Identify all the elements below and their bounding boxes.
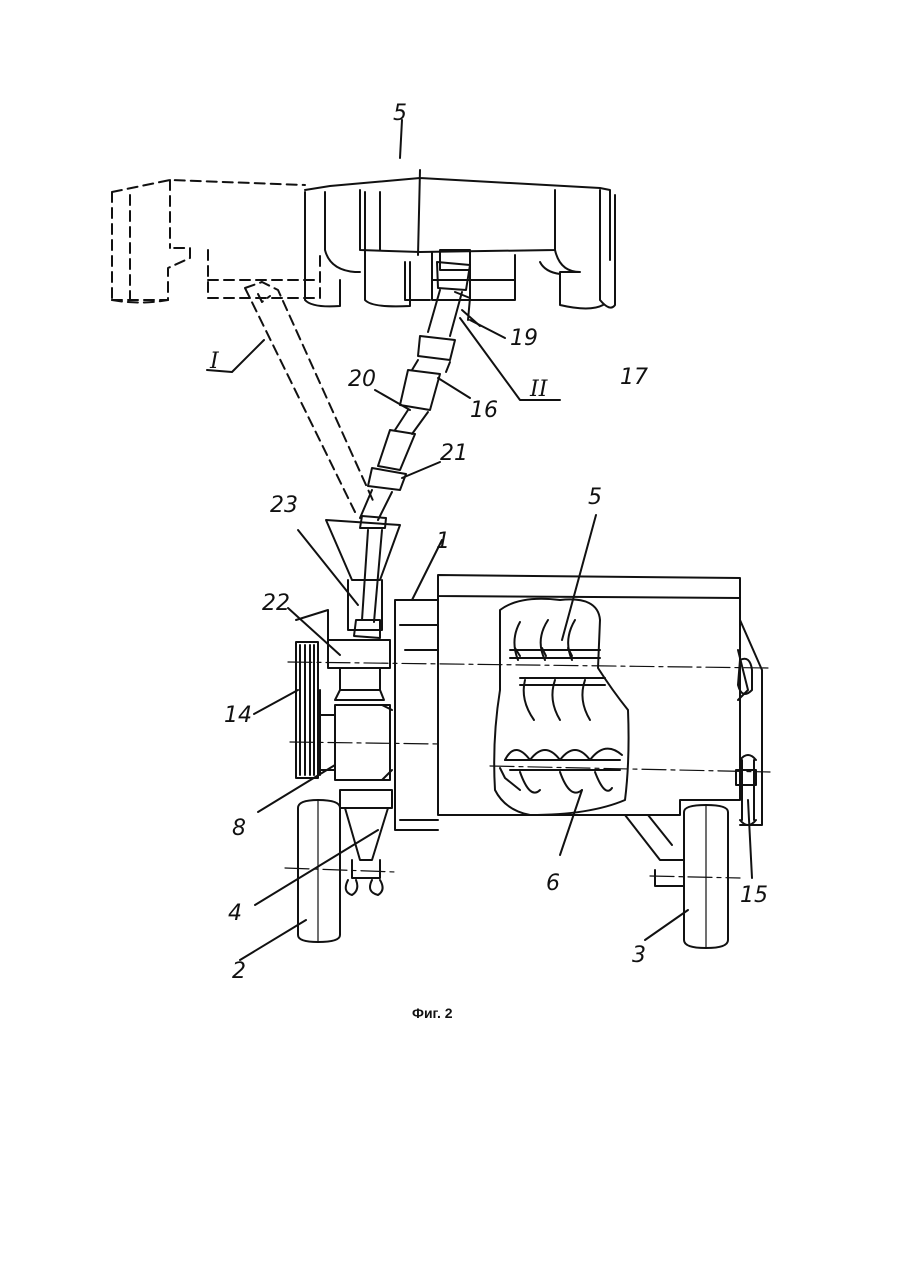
label-23: 23 <box>270 493 298 518</box>
label-4: 4 <box>228 901 242 926</box>
leader-23 <box>298 530 358 605</box>
drive-assembly <box>320 640 392 780</box>
position-one-drawbar <box>245 282 375 512</box>
leader-20 <box>375 390 410 410</box>
leader-4 <box>255 830 378 905</box>
leader-15 <box>748 800 752 878</box>
label-15: 15 <box>740 883 768 908</box>
leader-16 <box>438 378 470 398</box>
pulley <box>296 610 328 778</box>
cutaway-window <box>494 599 628 815</box>
label-position-II: II <box>529 377 549 402</box>
leader-3 <box>645 910 688 940</box>
leader-6 <box>560 790 582 855</box>
label-3: 3 <box>632 943 646 968</box>
leader-21 <box>402 462 440 478</box>
label-20: 20 <box>348 367 376 392</box>
label-8: 8 <box>232 816 246 841</box>
drawbar-assembly <box>340 790 392 895</box>
label-19: 19 <box>510 326 538 351</box>
label-2: 2 <box>232 959 246 984</box>
leader-19 <box>470 320 505 338</box>
label-5: 5 <box>588 485 602 510</box>
label-17: 17 <box>620 365 648 390</box>
label-21: 21 <box>440 441 468 466</box>
leader-2 <box>240 920 306 960</box>
label-position-I: I <box>209 349 220 374</box>
label-tractor: 5 <box>393 101 407 126</box>
figure-caption: Фиг. 2 <box>412 1005 453 1021</box>
label-16: 16 <box>470 398 498 423</box>
leader-14 <box>254 690 298 714</box>
label-6: 6 <box>546 871 560 896</box>
label-1: 1 <box>436 529 450 554</box>
right-wheel <box>625 805 728 948</box>
tractor-outline <box>112 120 615 309</box>
label-14: 14 <box>224 703 252 728</box>
label-22: 22 <box>262 591 290 616</box>
